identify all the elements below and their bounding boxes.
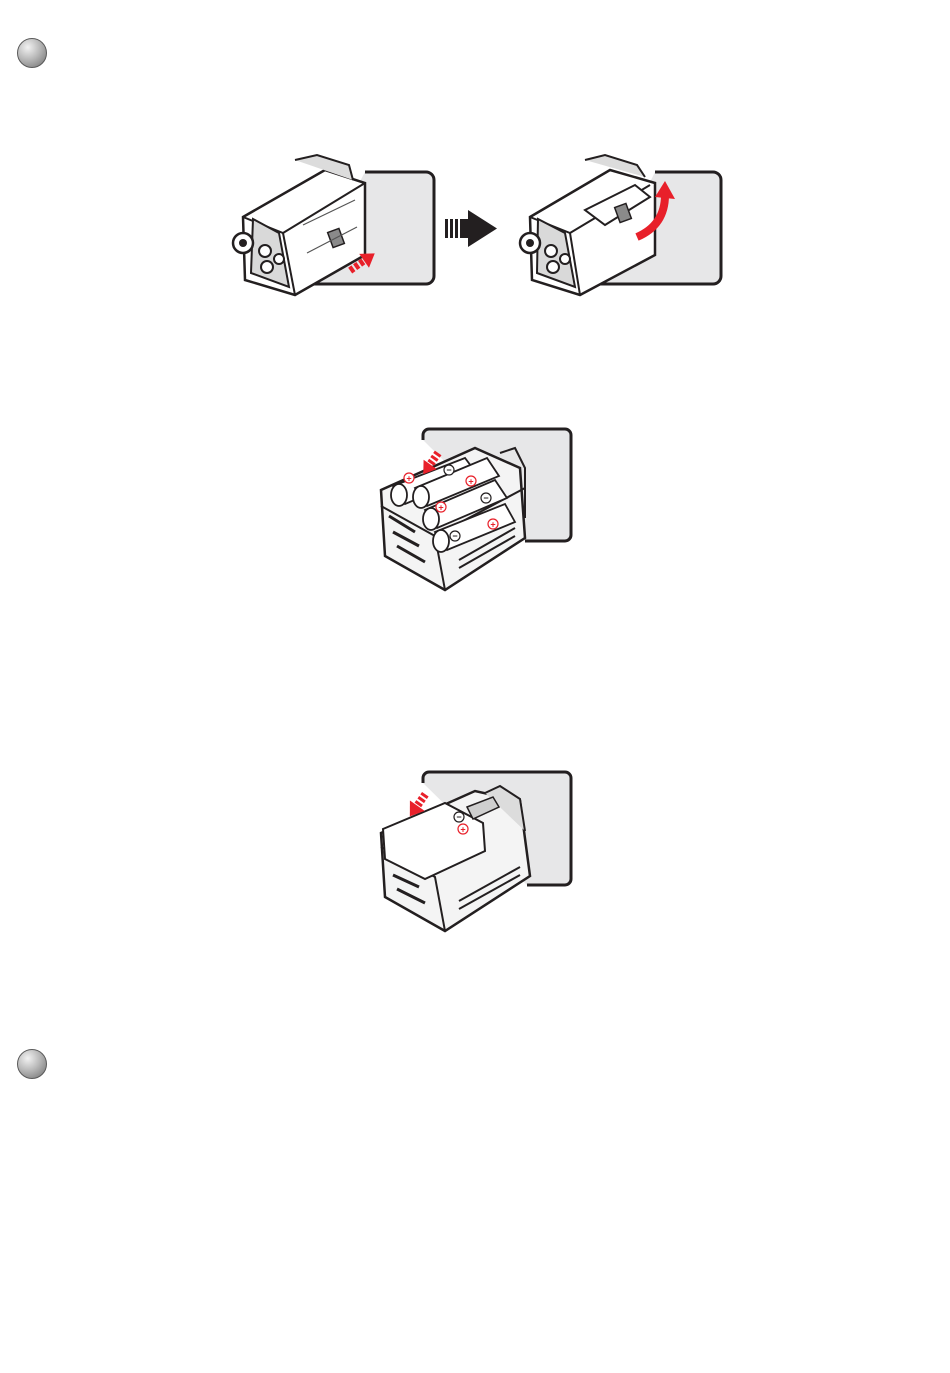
open-battery-cover-svg: [225, 155, 725, 305]
insert-battery-pack-figure: − +: [375, 771, 575, 936]
camera-cover-lifted-illustration: [520, 155, 721, 295]
step-arrow-icon: [445, 210, 497, 247]
open-battery-cover-figure: [225, 155, 725, 305]
svg-text:−: −: [446, 465, 451, 475]
svg-text:−: −: [456, 812, 461, 822]
section-bullet-2-icon: [17, 1049, 47, 1079]
camera-battery-pack-illustration: − +: [381, 772, 571, 931]
camera-aa-batteries-illustration: + − + − + + −: [381, 429, 571, 590]
svg-text:+: +: [406, 474, 411, 484]
insert-aa-batteries-svg: + − + − + + −: [375, 428, 575, 598]
svg-text:−: −: [483, 493, 488, 503]
insert-aa-batteries-figure: + − + − + + −: [375, 428, 575, 598]
svg-text:+: +: [468, 477, 473, 487]
svg-text:+: +: [438, 503, 443, 513]
svg-text:+: +: [460, 825, 465, 835]
svg-text:−: −: [452, 531, 457, 541]
camera-slide-latch-illustration: [233, 155, 434, 295]
section-bullet-1-icon: [17, 38, 47, 68]
svg-text:+: +: [490, 520, 495, 530]
insert-battery-pack-svg: − +: [375, 771, 575, 936]
